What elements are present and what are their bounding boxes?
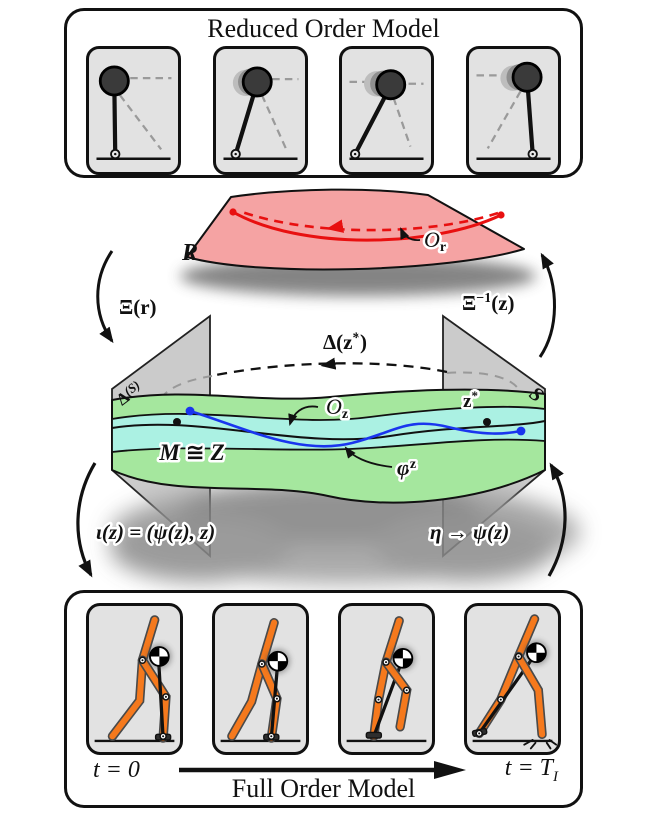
torso [515,615,538,660]
eta-label: η → ψ(z) [430,520,509,544]
walker-frame-1 [86,603,183,755]
reduced-orbit-curve [232,210,502,242]
walker-figure [346,616,427,743]
impact-map-arrowhead [320,357,337,370]
front-leg [515,653,546,738]
embedding-label: ι(z) = (ψ(z), z) [96,520,215,544]
reduced-manifold-label: R [181,240,198,266]
reduced-surface-shadow [180,256,536,296]
section-plane-left [111,314,211,558]
walker-frame-3 [338,603,435,755]
flow-trajectory-blue [189,409,522,448]
walker-frames-row [67,603,580,755]
embedding-arrow [76,462,97,578]
swing-reference-dashed [392,97,412,147]
pendulum-frame-2 [212,46,308,175]
reduced-orbit-endpoint [497,211,505,219]
pendulum-frame-1 [86,46,181,175]
swing-leg [228,660,265,740]
reduced-orbit-endpoint [229,208,237,216]
pendulum-frame-4 [465,46,561,175]
fixed-point-label: z* [463,388,478,412]
pendulum-frame-3 [339,46,435,175]
invariant-band [111,405,546,454]
pendulum-frames-row [67,46,580,175]
xi-inverse-arrow [538,252,556,358]
pendulum-mass [241,66,273,98]
walker-figure [94,615,175,743]
virtual-leg-line [156,654,165,740]
walker-figure [220,618,301,743]
return-arc-right-gray [446,371,522,422]
pendulum-mass [375,69,407,101]
flow-label: φz [397,455,416,480]
pendulum-figure [96,65,172,160]
xi-map-arrow [96,250,114,344]
center-of-mass-icon [390,646,416,671]
xi-inverse-label: Ξ−1(z) [462,291,515,315]
torso [382,617,403,666]
center-of-mass-icon [265,648,291,674]
reduced-orbit-return-dashed [241,210,499,232]
reduced-orbit-arrowhead [326,219,345,233]
walker-frame-2 [212,603,309,755]
reduced-manifold-surface [186,188,525,271]
swing-reference-dashed [260,94,287,150]
impact-lines [523,739,558,750]
trajectory-point-right [516,426,526,436]
swing-leg [109,657,146,740]
reduced-order-model-box: Reduced Order Model [64,8,583,178]
walker-frame-4 [464,603,561,755]
time-start-label: t = 0 [93,756,140,783]
fixed-point-z-star [483,418,491,426]
torso [139,616,158,664]
walker-figure [471,614,558,750]
pendulum-figure [223,66,299,160]
orbit-r-label: Or [424,227,446,255]
timeline-arrow [179,761,467,779]
return-arc-left-gray [158,375,213,424]
stance-foot [365,731,383,739]
section-label: S [525,383,547,407]
manifold-label: M ≅ Z [158,440,224,465]
pendulum-mass [511,61,543,93]
orbit-z-leader-arrow [288,405,319,426]
full-order-model-box: t = 0 t = TI Full Order Model [64,590,583,808]
trajectory-point-left [185,406,195,416]
eta-arrow [547,462,567,577]
zero-dynamics-manifold-surface [111,388,546,504]
pendulum-figure [349,69,424,160]
flow-leader-arrow [344,446,393,468]
xi-map-label: Ξ(r) [119,295,157,319]
time-end-label: t = TI [504,754,558,785]
torso [258,619,278,668]
lower-shadow-cloud [110,480,580,584]
center-of-mass-icon [147,644,172,669]
pendulum-figure [476,61,551,160]
impact-map-label: Δ(z*) [323,330,367,354]
swing-reference-dashed [119,94,163,151]
orbit-z-label: Oz [326,394,348,422]
reduced-order-model-title: Reduced Order Model [207,14,440,43]
swing-reference-dashed [486,90,522,150]
center-of-mass-icon [524,640,549,665]
full-order-model-title: Full Order Model [231,774,416,803]
section-point-left [173,418,181,426]
timeline-row: t = 0 t = TI [93,753,558,787]
orbit-z-curve [111,420,546,441]
section-image-label: Δ(S) [112,377,145,409]
section-plane-right [442,314,546,558]
impact-map-dashed-arc [215,362,448,377]
pendulum-mass [98,65,130,97]
orbit-r-leader-arrow [400,227,421,242]
